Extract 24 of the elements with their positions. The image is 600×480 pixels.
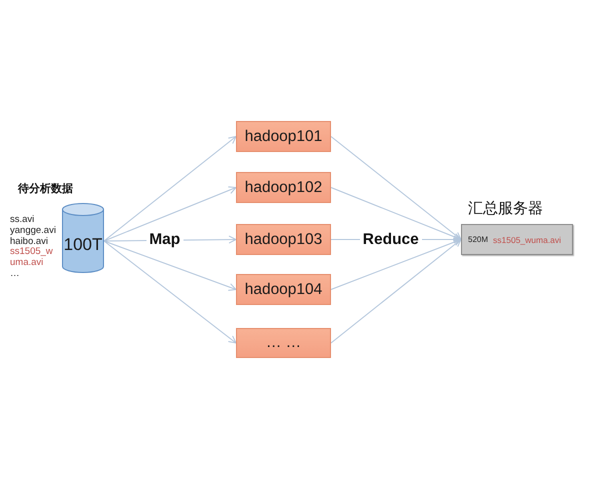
file-size: 520M [468, 235, 488, 244]
arrow [330, 239, 462, 344]
server-box: hadoop104 [236, 274, 331, 305]
arrow [104, 240, 236, 344]
edge-label: Map [146, 231, 184, 250]
arrow [104, 136, 236, 242]
server-box: … … [236, 328, 331, 358]
server-box: hadoop101 [236, 121, 331, 152]
server-box: hadoop103 [236, 224, 331, 255]
server-box: hadoop102 [236, 172, 331, 203]
file-name: … [10, 268, 20, 280]
node-label: 100T [62, 235, 104, 255]
section-heading: 待分析数据 [18, 183, 73, 196]
file-name: yangge.avi [10, 226, 57, 237]
file-name: ss1505_wuma.avi [493, 234, 562, 244]
arrow [330, 136, 462, 240]
file-name: ss1505_wuma.avi [10, 247, 53, 269]
arrow [330, 187, 462, 241]
arrow [330, 238, 462, 290]
arrow [104, 240, 236, 291]
heading: 汇总服务器 [468, 200, 543, 218]
file-name: ss.avi [10, 215, 36, 226]
arrow [104, 186, 236, 242]
file-name: haibo.avi [10, 236, 50, 247]
